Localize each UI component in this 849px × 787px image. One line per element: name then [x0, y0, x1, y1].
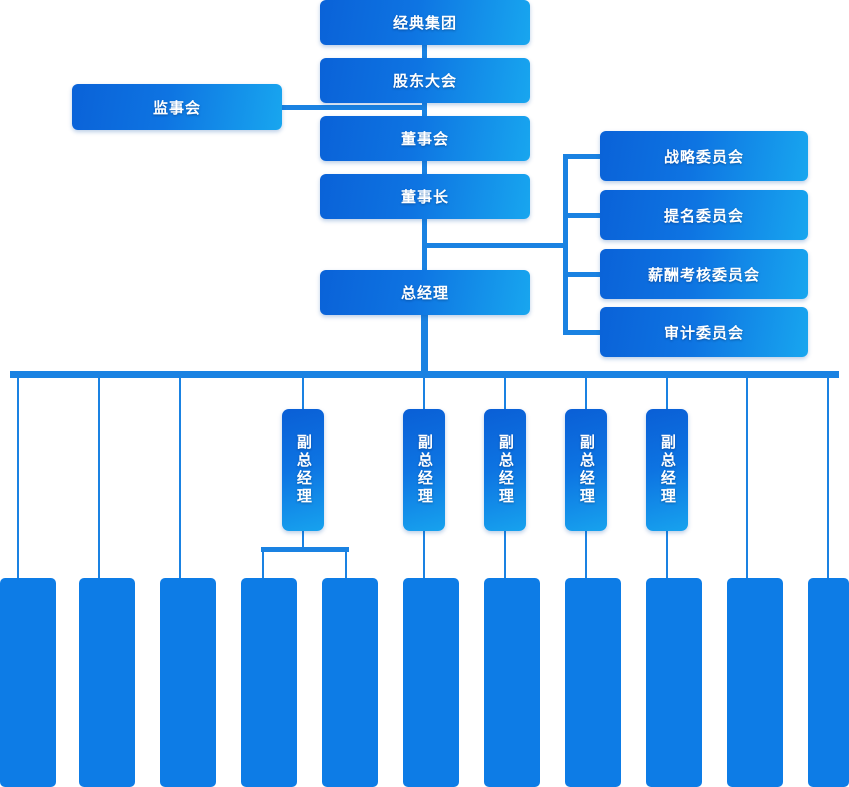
node-deputy-gm-4[interactable]: 副总经理: [565, 409, 607, 531]
drop-line-vp-3: [504, 376, 506, 412]
node-department-10[interactable]: [727, 578, 783, 787]
node-general-manager[interactable]: 总经理: [320, 270, 530, 315]
connector-trunk-to-committee-spine: [424, 243, 566, 248]
connector-committee-audit: [563, 330, 603, 335]
node-department-2[interactable]: [79, 578, 135, 787]
node-department-8[interactable]: [565, 578, 621, 787]
drop-line-dept-4: [262, 550, 264, 580]
node-board-of-supervisors[interactable]: 监事会: [72, 84, 282, 130]
connector-committee-nomination: [563, 213, 603, 218]
node-board-of-directors[interactable]: 董事会: [320, 116, 530, 161]
node-deputy-gm-2[interactable]: 副总经理: [403, 409, 445, 531]
connector-board-to-chairman: [422, 160, 427, 176]
drop-line-vp-4: [585, 376, 587, 412]
main-distribution-bus: [10, 371, 839, 378]
drop-line-dept-3: [179, 376, 181, 580]
drop-line-dept-1: [17, 376, 19, 580]
drop-line-dept-8: [585, 530, 587, 580]
node-group[interactable]: 经典集团: [320, 0, 530, 45]
node-compensation-committee[interactable]: 薪酬考核委员会: [600, 249, 808, 299]
node-deputy-gm-1[interactable]: 副总经理: [282, 409, 324, 531]
vp-1-sub-distribution-bar: [261, 547, 349, 552]
drop-line-dept-9: [666, 530, 668, 580]
node-department-5[interactable]: [322, 578, 378, 787]
node-deputy-gm-3[interactable]: 副总经理: [484, 409, 526, 531]
node-strategy-committee[interactable]: 战略委员会: [600, 131, 808, 181]
node-department-3[interactable]: [160, 578, 216, 787]
drop-line-dept-11: [827, 376, 829, 580]
node-department-1[interactable]: [0, 578, 56, 787]
node-department-9[interactable]: [646, 578, 702, 787]
drop-line-dept-2: [98, 376, 100, 580]
node-department-11[interactable]: [808, 578, 849, 787]
drop-line-dept-7: [504, 530, 506, 580]
node-deputy-gm-5[interactable]: 副总经理: [646, 409, 688, 531]
drop-line-dept-5: [345, 550, 347, 580]
connector-vp-1-to-subbar: [302, 530, 304, 550]
drop-line-dept-10: [746, 376, 748, 580]
connector-committee-strategy: [563, 154, 603, 159]
drop-line-dept-6: [423, 530, 425, 580]
connector-group-to-shareholders: [422, 44, 427, 60]
node-chairman[interactable]: 董事长: [320, 174, 530, 219]
drop-line-vp-2: [423, 376, 425, 412]
connector-gm-to-bus: [421, 314, 428, 376]
drop-line-vp-5: [666, 376, 668, 412]
connector-supervisor-to-trunk: [281, 105, 426, 110]
drop-line-vp-1: [302, 376, 304, 412]
node-audit-committee[interactable]: 审计委员会: [600, 307, 808, 357]
connector-committee-compensation: [563, 272, 603, 277]
node-department-6[interactable]: [403, 578, 459, 787]
node-nomination-committee[interactable]: 提名委员会: [600, 190, 808, 240]
node-department-4[interactable]: [241, 578, 297, 787]
node-shareholders-meeting[interactable]: 股东大会: [320, 58, 530, 103]
node-department-7[interactable]: [484, 578, 540, 787]
connector-shareholders-to-board: [422, 102, 427, 118]
committee-spine: [563, 154, 568, 334]
